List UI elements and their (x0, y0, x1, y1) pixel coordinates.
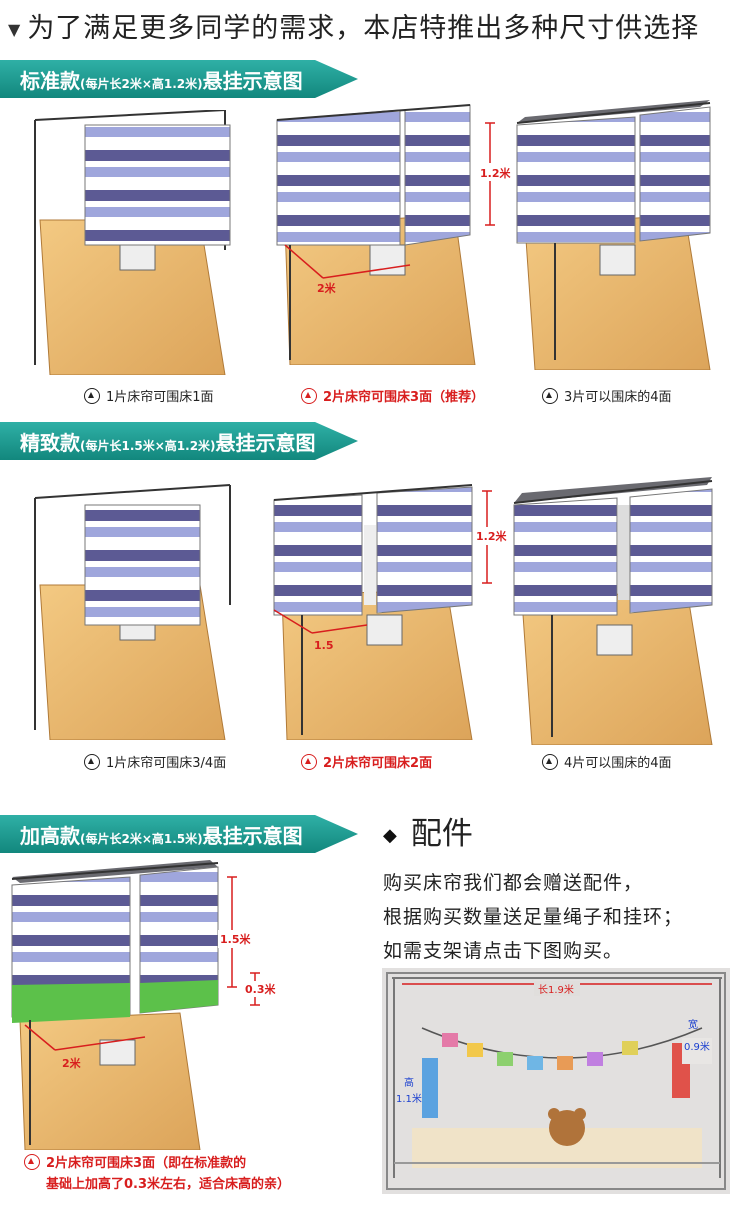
dim-height-3: 1.5米 (220, 932, 251, 946)
diamond-icon: ◆ (383, 825, 397, 846)
photo-width-label: 宽 (688, 1018, 698, 1031)
photo-width-value: 0.9米 (684, 1040, 710, 1053)
caption-standard-2: 2片床帘可围床3面（推荐） (301, 386, 484, 405)
dim-height-1: 1.2米 (480, 166, 511, 180)
accessories-line-2: 根据购买数量送足量绳子和挂环； (383, 906, 684, 928)
dim-extra-3: 0.3米 (245, 982, 276, 996)
accessories-line-3: 如需支架请点击下图购买。 (383, 940, 624, 962)
photo-height-label: 高 (404, 1076, 414, 1089)
up-arrow-icon (84, 753, 100, 770)
bed-illustration-fine-1 (34, 484, 231, 740)
up-arrow-icon (542, 753, 558, 770)
bed-frame-photo[interactable]: 长1.9米 宽 0.9米 高 1.1米 (382, 968, 730, 1194)
up-arrow-icon (542, 387, 558, 404)
bed-illustration-standard-1 (34, 110, 231, 375)
caption-tall-1: 2片床帘可围床3面（即在标准款的 (24, 1152, 246, 1171)
bed-illustration-fine-2: 1.2米 1.5 (273, 484, 507, 740)
photo-length-label: 长1.9米 (538, 983, 574, 996)
up-arrow-icon (301, 387, 317, 404)
bed-illustration-tall: 1.5米 0.3米 2米 (11, 860, 279, 1150)
up-arrow-icon (301, 753, 317, 770)
caption-fine-3: 4片可以围床的4面 (542, 752, 672, 771)
dim-width-2: 1.5 (314, 639, 334, 652)
up-arrow-icon (24, 1153, 40, 1170)
up-arrow-icon (84, 387, 100, 404)
caption-standard-3: 3片可以围床的4面 (542, 386, 672, 405)
photo-height-value: 1.1米 (396, 1092, 422, 1105)
caption-fine-2: 2片床帘可围床2面 (301, 752, 432, 771)
dim-height-2: 1.2米 (476, 529, 507, 543)
section-header-standard: 标准款(每片长2米×高1.2米)悬挂示意图 (0, 60, 358, 98)
caption-fine-1: 1片床帘可围床3/4面 (84, 752, 226, 771)
accessories-title: ◆配件 (383, 816, 473, 852)
dim-width-1: 2米 (317, 281, 337, 295)
page-title: ▼为了满足更多同学的需求，本店特推出多种尺寸供选择 (8, 13, 700, 44)
caption-standard-1: 1片床帘可围床1面 (84, 386, 214, 405)
bed-illustration-standard-3 (516, 100, 711, 370)
accessories-line-1: 购买床帘我们都会赠送配件， (383, 872, 644, 894)
bed-illustration-fine-3 (513, 477, 713, 745)
caption-tall-2: 基础上加高了0.3米左右，适合床高的亲） (46, 1177, 291, 1192)
dim-width-3: 2米 (62, 1056, 82, 1070)
section-header-tall: 加高款(每片长2米×高1.5米)悬挂示意图 (0, 815, 358, 853)
bed-illustration-standard-2: 1.2米 2米 (276, 104, 511, 365)
section-header-fine: 精致款(每片长1.5米×高1.2米)悬挂示意图 (0, 422, 358, 460)
triangle-down-icon: ▼ (8, 20, 22, 39)
